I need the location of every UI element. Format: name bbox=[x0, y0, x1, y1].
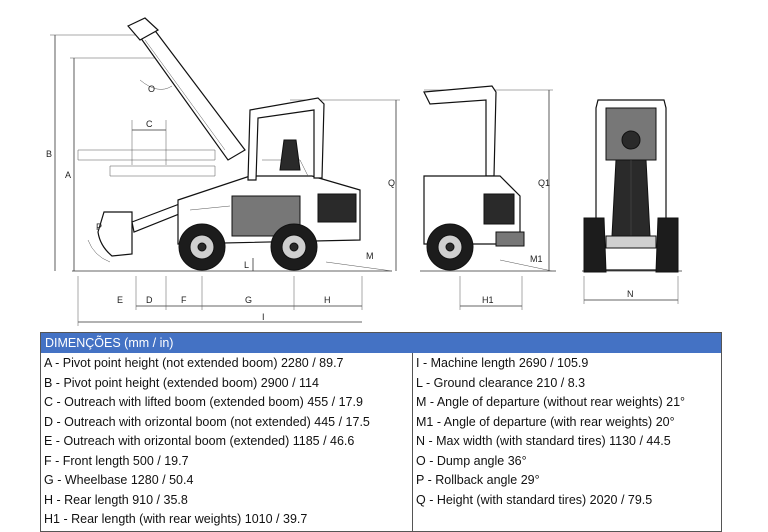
label-h: H bbox=[324, 295, 331, 305]
label-b: B bbox=[46, 149, 52, 159]
table-row: L - Ground clearance 210 / 8.3 bbox=[416, 375, 586, 390]
front-view bbox=[582, 99, 682, 304]
side-view-rear-weights bbox=[420, 85, 556, 310]
table-row: Q - Height (with standard tires) 2020 / … bbox=[416, 492, 653, 507]
table-title: DIMENÇÕES (mm / in) bbox=[41, 333, 721, 353]
table-row: M - Angle of departure (without rear wei… bbox=[416, 395, 686, 409]
table-row: O - Dump angle 36° bbox=[416, 453, 527, 468]
table-row: I - Machine length 2690 / 105.9 bbox=[416, 356, 589, 370]
table-body: A - Pivot point height (not extended boo… bbox=[41, 353, 721, 531]
table-row: F - Front length 500 / 19.7 bbox=[44, 453, 189, 468]
table-row: A - Pivot point height (not extended boo… bbox=[44, 356, 344, 370]
label-n: N bbox=[627, 289, 634, 299]
table-row: C - Outreach with lifted boom (extended … bbox=[44, 395, 363, 409]
label-h1: H1 bbox=[482, 295, 494, 305]
technical-drawing: B A C O P Q L M E D F G H I Q1 M1 H1 N bbox=[46, 17, 682, 326]
table-row: E - Outreach with orizontal boom (extend… bbox=[44, 434, 355, 448]
table-row: H1 - Rear length (with rear weights) 101… bbox=[44, 512, 308, 526]
table-row: N - Max width (with standard tires) 1130… bbox=[416, 434, 671, 448]
table-row: B - Pivot point height (extended boom) 2… bbox=[44, 375, 319, 390]
label-i: I bbox=[262, 312, 265, 322]
label-m: M bbox=[366, 251, 374, 261]
side-view bbox=[50, 17, 400, 326]
label-e: E bbox=[117, 295, 123, 305]
dimensions-table: DIMENÇÕES (mm / in) A - Pivot point heig… bbox=[40, 332, 722, 532]
table-row: M1 - Angle of departure (with rear weigh… bbox=[416, 414, 675, 429]
table-column-left: A - Pivot point height (not extended boo… bbox=[41, 353, 413, 531]
table-row: G - Wheelbase 1280 / 50.4 bbox=[44, 473, 194, 487]
label-p: P bbox=[96, 222, 102, 232]
label-g: G bbox=[245, 295, 252, 305]
table-row: D - Outreach with orizontal boom (not ex… bbox=[44, 414, 370, 429]
label-m1: M1 bbox=[530, 254, 543, 264]
label-d: D bbox=[146, 295, 153, 305]
label-f: F bbox=[181, 295, 187, 305]
label-o: O bbox=[148, 84, 155, 94]
label-q: Q bbox=[388, 178, 395, 188]
table-column-right: I - Machine length 2690 / 105.9 L - Grou… bbox=[413, 353, 721, 531]
label-l: L bbox=[244, 260, 249, 270]
table-row: H - Rear length 910 / 35.8 bbox=[44, 492, 188, 507]
label-c: C bbox=[146, 119, 153, 129]
table-row: P - Rollback angle 29° bbox=[416, 473, 540, 487]
label-q1: Q1 bbox=[538, 178, 550, 188]
label-a: A bbox=[65, 170, 71, 180]
